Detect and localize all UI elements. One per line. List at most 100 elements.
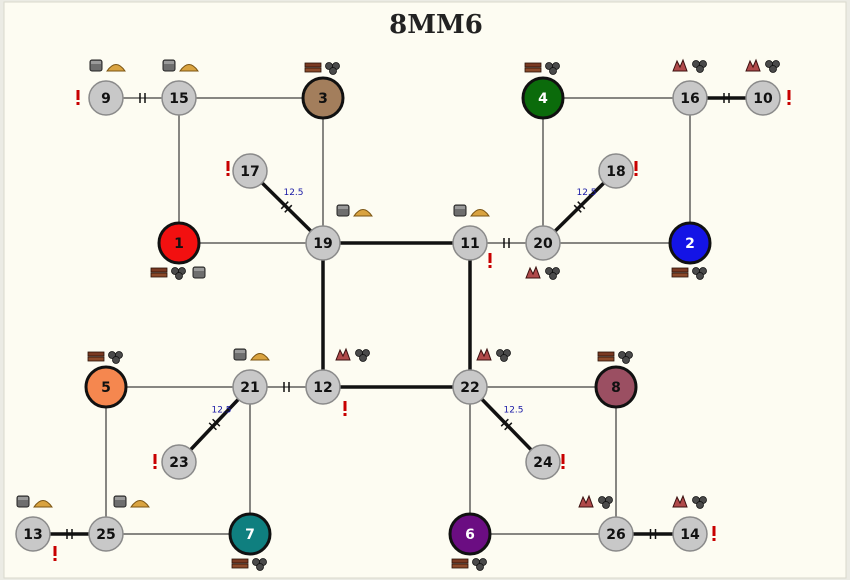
node-circle (157, 221, 201, 265)
wool-icon (476, 347, 492, 361)
node-2[interactable]: 2 (668, 221, 712, 265)
node-label: 20 (533, 236, 553, 252)
node-circle (672, 80, 708, 116)
node-22[interactable]: 22 (452, 369, 488, 405)
node-label: 14 (680, 527, 700, 543)
warning-icon (226, 161, 230, 176)
node-label: 25 (96, 527, 115, 543)
node-circle (88, 80, 124, 116)
barrier-mark (284, 204, 293, 213)
node-25[interactable]: 25 (88, 516, 124, 552)
wool-icon (672, 58, 688, 72)
node-15[interactable]: 15 (161, 80, 197, 116)
node-label: 22 (460, 380, 479, 396)
wood-icon (472, 558, 487, 571)
wood-icon (692, 496, 707, 509)
ore-icon (192, 266, 206, 279)
wood-icon (692, 60, 707, 73)
resource-group-6 (451, 558, 487, 571)
node-8[interactable]: 8 (594, 365, 638, 409)
node-10[interactable]: 10 (745, 80, 781, 116)
resource-group-2 (671, 267, 707, 280)
warning-icon (343, 401, 347, 416)
node-9[interactable]: 9 (88, 80, 124, 116)
warning-icon (53, 546, 57, 561)
node-label: 9 (101, 91, 111, 107)
barrier-mark (573, 204, 582, 213)
node-circle (452, 225, 488, 261)
node-label: 4 (538, 91, 548, 107)
resource-group-5 (87, 351, 123, 364)
wool-icon (745, 58, 761, 72)
resource-group-11 (453, 204, 490, 217)
brick-icon (524, 62, 542, 73)
warning-icon (153, 454, 157, 469)
grain-icon (470, 209, 490, 217)
node-23[interactable]: 23 (161, 444, 197, 480)
board-background (3, 1, 847, 579)
node-18[interactable]: 18 (598, 153, 634, 189)
node-19[interactable]: 19 (305, 225, 341, 261)
node-circle (228, 512, 272, 556)
wood-icon (545, 62, 560, 75)
grain-icon (106, 64, 126, 72)
node-3[interactable]: 3 (301, 76, 345, 120)
node-circle (594, 365, 638, 409)
node-26[interactable]: 26 (598, 516, 634, 552)
node-circle (672, 516, 708, 552)
node-13[interactable]: 13 (15, 516, 51, 552)
node-label: 7 (245, 527, 255, 543)
node-circle (232, 153, 268, 189)
resource-group-12 (335, 347, 370, 362)
node-label: 10 (753, 91, 773, 107)
node-circle (161, 80, 197, 116)
node-label: 11 (460, 236, 479, 252)
wood-icon (325, 62, 340, 75)
resource-group-15 (162, 59, 199, 72)
node-21[interactable]: 21 (232, 369, 268, 405)
ore-icon (336, 204, 350, 217)
brick-icon (304, 62, 322, 73)
node-label: 1 (174, 236, 184, 252)
node-24[interactable]: 24 (525, 444, 561, 480)
resource-group-1 (150, 266, 206, 280)
node-17[interactable]: 17 (232, 153, 268, 189)
wood-icon (108, 351, 123, 364)
resource-group-4 (524, 62, 560, 75)
node-circle (521, 76, 565, 120)
node-5[interactable]: 5 (84, 365, 128, 409)
warning-icon (76, 90, 80, 105)
ore-icon (233, 348, 247, 361)
ore-icon (113, 495, 127, 508)
node-label: 26 (606, 527, 625, 543)
node-12[interactable]: 12 (305, 369, 341, 405)
edge-length-label: 12.5 (211, 406, 231, 416)
resource-group-21 (233, 348, 270, 361)
node-circle (305, 369, 341, 405)
node-7[interactable]: 7 (228, 512, 272, 556)
node-16[interactable]: 16 (672, 80, 708, 116)
barrier-mark (500, 418, 509, 427)
warning-icon (488, 253, 492, 268)
node-4[interactable]: 4 (521, 76, 565, 120)
node-6[interactable]: 6 (448, 512, 492, 556)
node-circle (525, 444, 561, 480)
node-circle (452, 369, 488, 405)
resource-group-13 (16, 495, 53, 508)
node-14[interactable]: 14 (672, 516, 708, 552)
resource-group-16 (672, 58, 707, 73)
node-1[interactable]: 1 (157, 221, 201, 265)
node-20[interactable]: 20 (525, 225, 561, 261)
node-label: 21 (240, 380, 259, 396)
wool-icon (578, 494, 594, 508)
node-circle (232, 369, 268, 405)
grain-icon (353, 209, 373, 217)
ore-icon (16, 495, 30, 508)
wood-icon (598, 496, 613, 509)
wood-icon (765, 60, 780, 73)
node-11[interactable]: 11 (452, 225, 488, 261)
resource-group-26 (578, 494, 613, 509)
resource-group-3 (304, 62, 340, 75)
warning-icon (634, 161, 638, 176)
